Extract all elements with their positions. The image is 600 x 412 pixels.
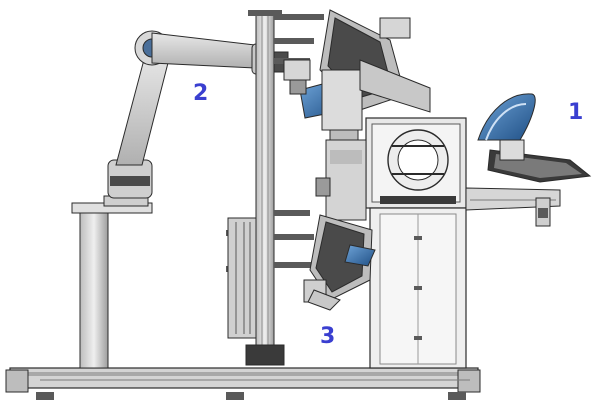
lower-fixture [303, 214, 376, 311]
vertical-column-icon [226, 10, 324, 366]
callout-3: 3 [320, 324, 336, 349]
spindle-unit [315, 139, 367, 221]
side-panel [227, 217, 257, 339]
callout-2: 2 [193, 81, 209, 106]
upper-fixture [299, 9, 431, 149]
callout-1: 1 [568, 100, 584, 125]
robot-pedestal [71, 195, 153, 369]
machine-frame-icon [365, 117, 467, 369]
side-table [465, 187, 561, 227]
gripper-icon [283, 59, 311, 95]
base-frame [5, 367, 481, 400]
seat-part-icon [477, 93, 592, 183]
